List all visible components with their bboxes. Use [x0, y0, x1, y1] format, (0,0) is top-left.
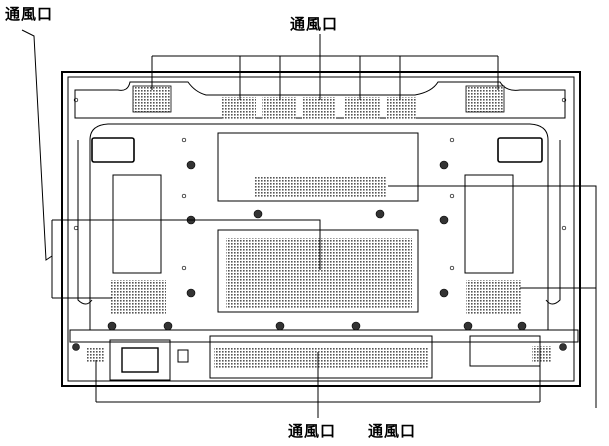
vent-top-5	[386, 97, 416, 119]
upper-body-outline	[74, 81, 566, 119]
terminal-block-right	[469, 335, 541, 367]
vent-top-left-corner	[132, 85, 172, 113]
monitor-inner-frame	[67, 76, 575, 382]
vent-bottom-right	[532, 346, 552, 362]
power-inlet-socket	[121, 347, 159, 373]
screw	[351, 321, 361, 331]
vent-bottom-center	[214, 347, 428, 369]
side-panel-left	[112, 174, 162, 274]
vent-top-2	[262, 97, 296, 119]
leader-lines	[21, 29, 597, 418]
screw	[463, 321, 473, 331]
vent-bottom-left	[86, 348, 104, 362]
vent-top-4	[344, 97, 380, 119]
screw	[163, 321, 173, 331]
label-vent-top-left: 通風口	[5, 5, 54, 23]
label-vent-bottom-right: 通風口	[368, 422, 417, 440]
vent-top-right-corner	[465, 85, 505, 113]
screw	[275, 321, 285, 331]
screw	[375, 209, 385, 219]
left-side-cutout	[77, 140, 93, 305]
monitor-outer-frame	[61, 71, 581, 387]
label-vent-top-center: 通風口	[290, 15, 339, 33]
label-vent-bottom-left: 通風口	[288, 422, 337, 440]
screw	[439, 288, 449, 298]
leader-left-bracket	[21, 29, 53, 261]
vent-top-3	[302, 97, 336, 119]
center-upper-panel	[217, 132, 419, 202]
right-side-cutout	[545, 140, 561, 305]
screw	[559, 343, 567, 351]
vent-top-1	[222, 97, 256, 119]
small-holes	[73, 97, 567, 271]
vent-center-lower	[226, 238, 412, 308]
screw	[186, 288, 196, 298]
screw	[186, 160, 196, 170]
screw	[72, 343, 80, 351]
screw	[253, 209, 263, 219]
screw	[107, 321, 117, 331]
side-panel-right	[464, 174, 514, 274]
vent-side-right	[466, 280, 522, 314]
screw	[439, 215, 449, 225]
rear-plate-lower-band	[69, 329, 579, 343]
handle-left	[91, 137, 135, 163]
power-inlet-housing	[109, 339, 171, 381]
vent-side-left	[110, 280, 166, 314]
center-lower-panel	[217, 229, 419, 313]
bottom-terminal-bay	[209, 335, 433, 379]
screw-group	[72, 160, 567, 351]
rear-plate-outline	[89, 123, 549, 331]
screw	[439, 160, 449, 170]
power-switch	[177, 349, 189, 363]
handle-right	[497, 137, 543, 163]
screw	[517, 321, 527, 331]
vent-center-upper	[254, 176, 386, 198]
